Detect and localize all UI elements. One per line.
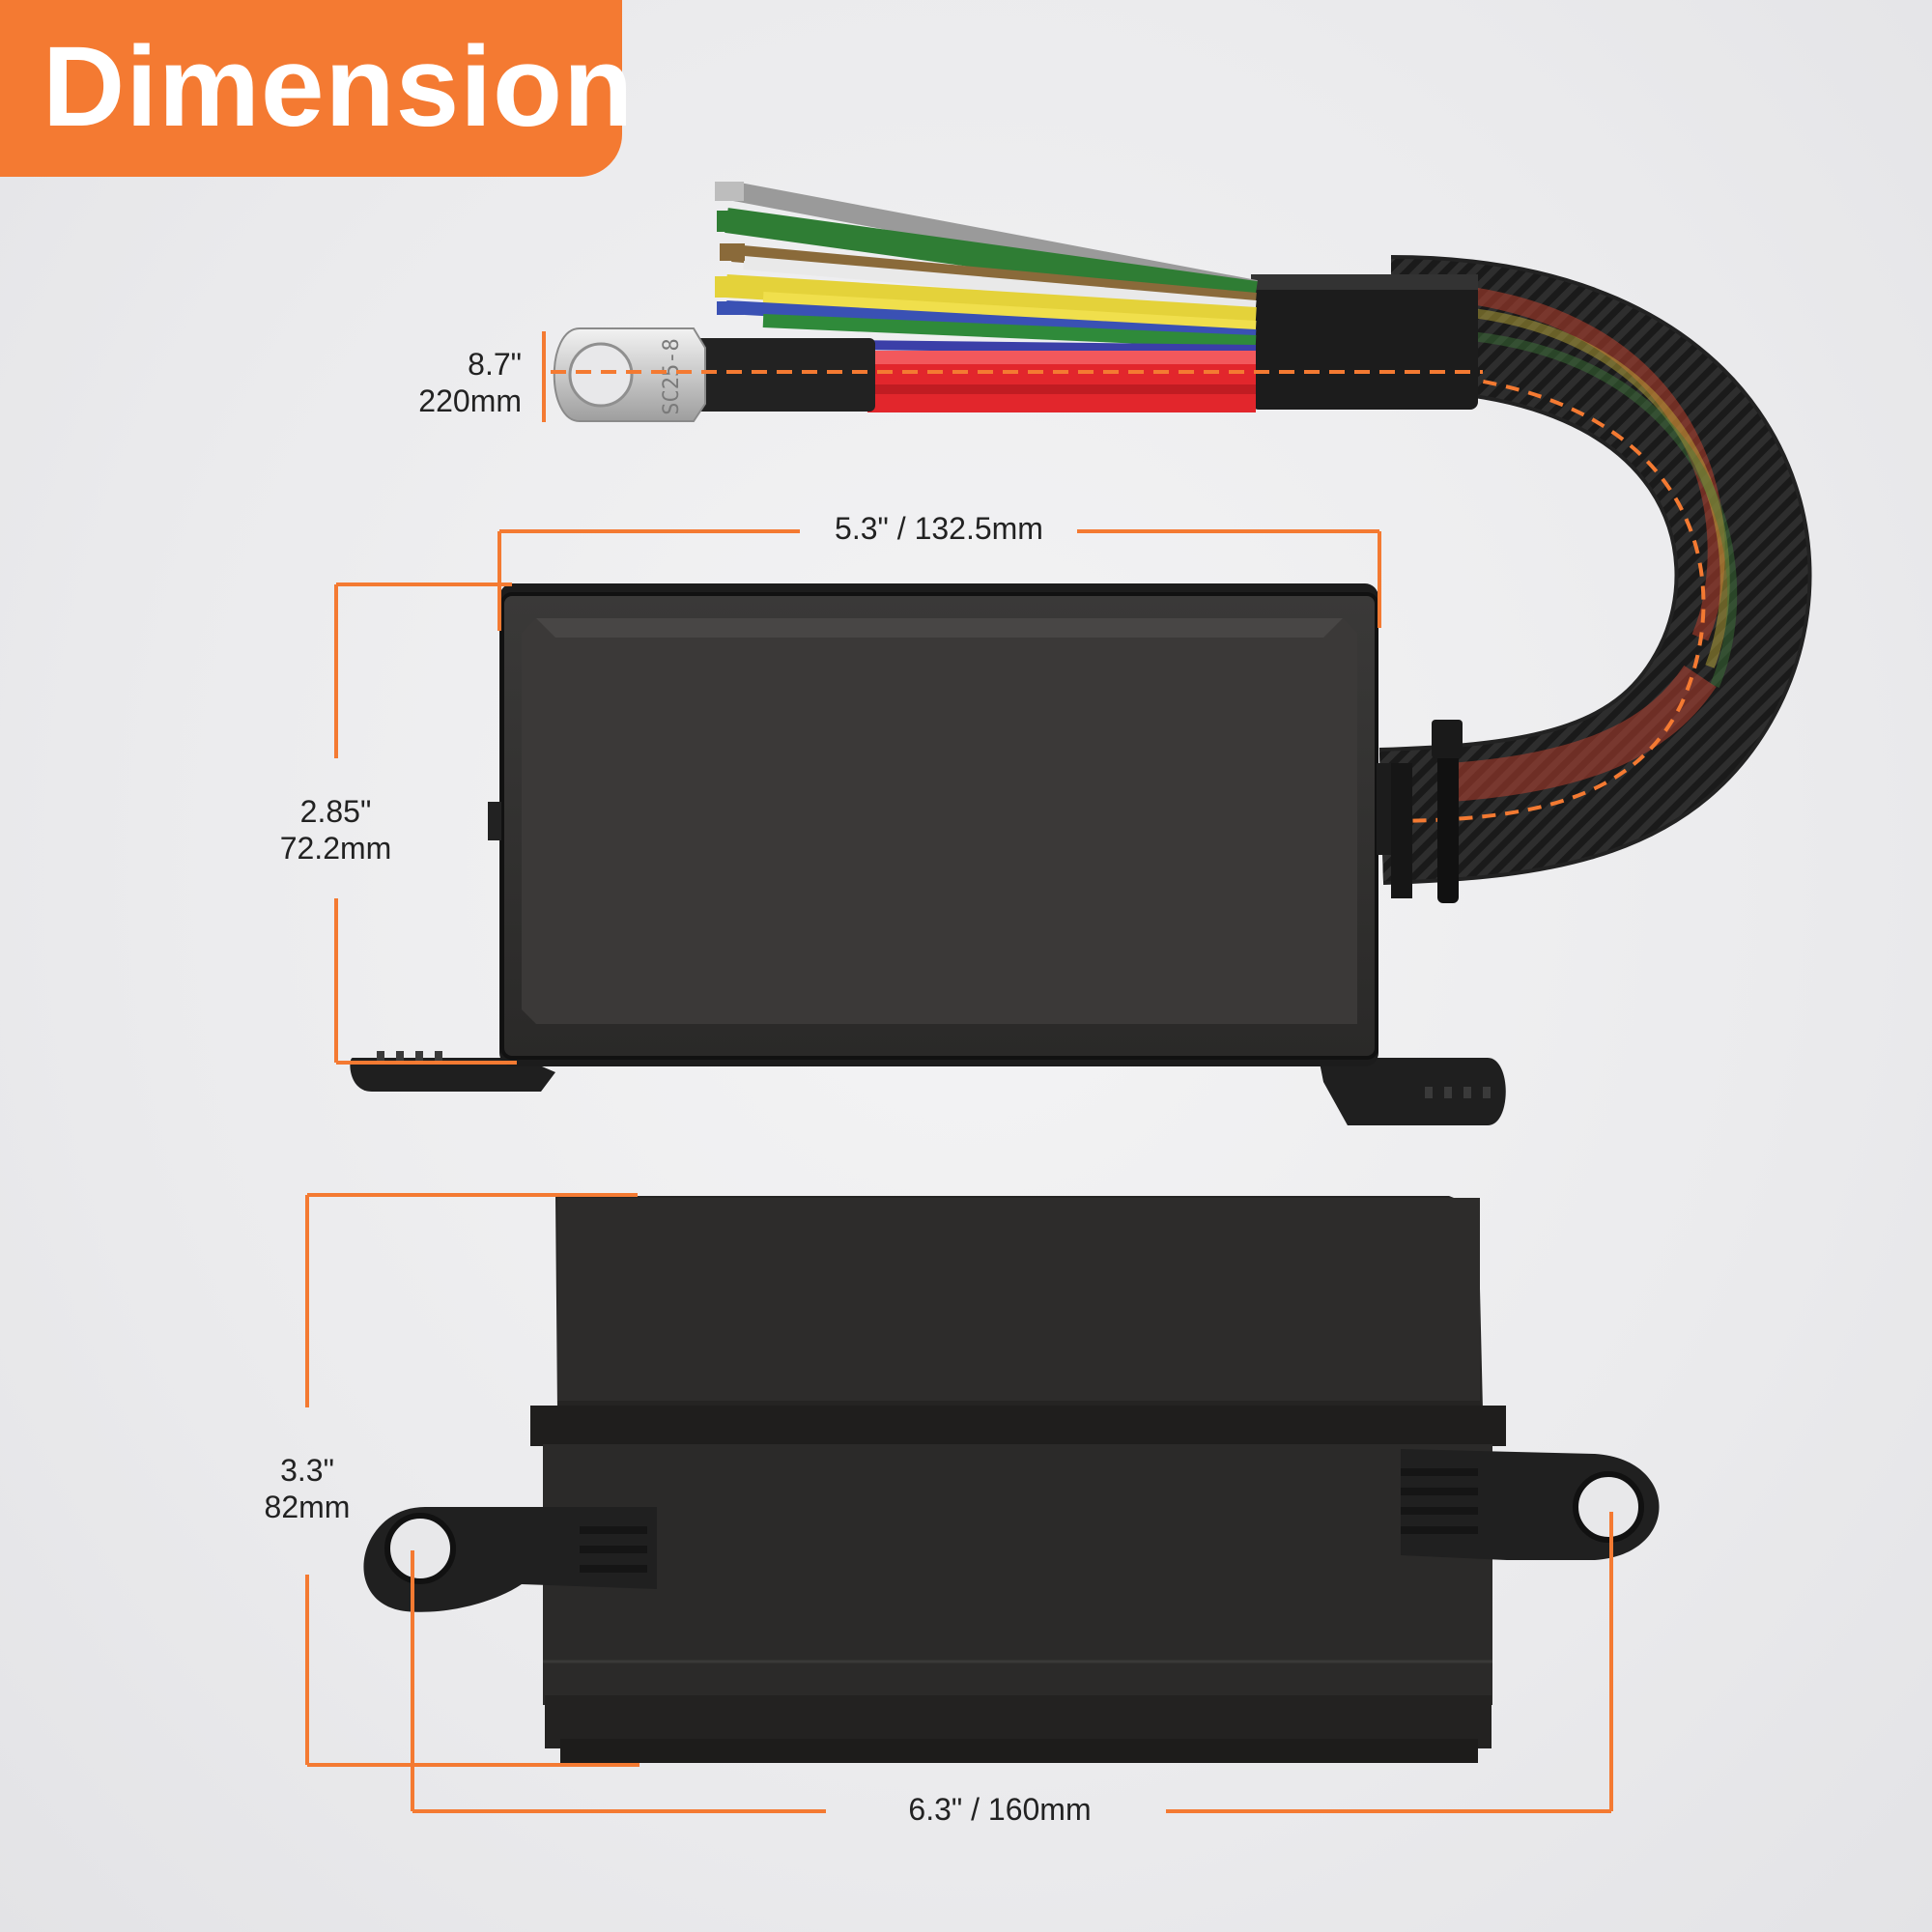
side-height-metric: 82mm bbox=[264, 1490, 351, 1524]
cable-length-metric: 220mm bbox=[418, 384, 522, 418]
top-width-label: 5.3" / 132.5mm bbox=[804, 510, 1074, 547]
top-width-value: 5.3" / 132.5mm bbox=[835, 511, 1043, 546]
cable-sleeve bbox=[1251, 274, 1478, 410]
side-height-imperial: 3.3" bbox=[280, 1453, 334, 1488]
ring-terminal: SC25-8 bbox=[553, 327, 875, 422]
title-text: Dimension bbox=[43, 23, 635, 151]
braided-cable bbox=[1378, 255, 1812, 885]
cable-length-imperial: 8.7" bbox=[468, 347, 522, 382]
top-height-imperial: 2.85" bbox=[299, 794, 372, 829]
fuse-box-top-view bbox=[350, 583, 1506, 1125]
terminal-stamp: SC25-8 bbox=[660, 338, 684, 414]
top-height-label: 2.85" 72.2mm bbox=[256, 793, 415, 867]
side-width-label: 6.3" / 160mm bbox=[840, 1791, 1159, 1828]
dimension-lines bbox=[305, 331, 1613, 1813]
side-height-label: 3.3" 82mm bbox=[240, 1452, 375, 1525]
cable-length-label: 8.7" 220mm bbox=[386, 346, 522, 419]
top-height-metric: 72.2mm bbox=[279, 831, 392, 866]
side-width-value: 6.3" / 160mm bbox=[908, 1792, 1092, 1827]
fuse-box-side-view bbox=[363, 1193, 1660, 1763]
wire-bundle bbox=[715, 182, 1258, 412]
title-badge: Dimension bbox=[0, 0, 633, 177]
